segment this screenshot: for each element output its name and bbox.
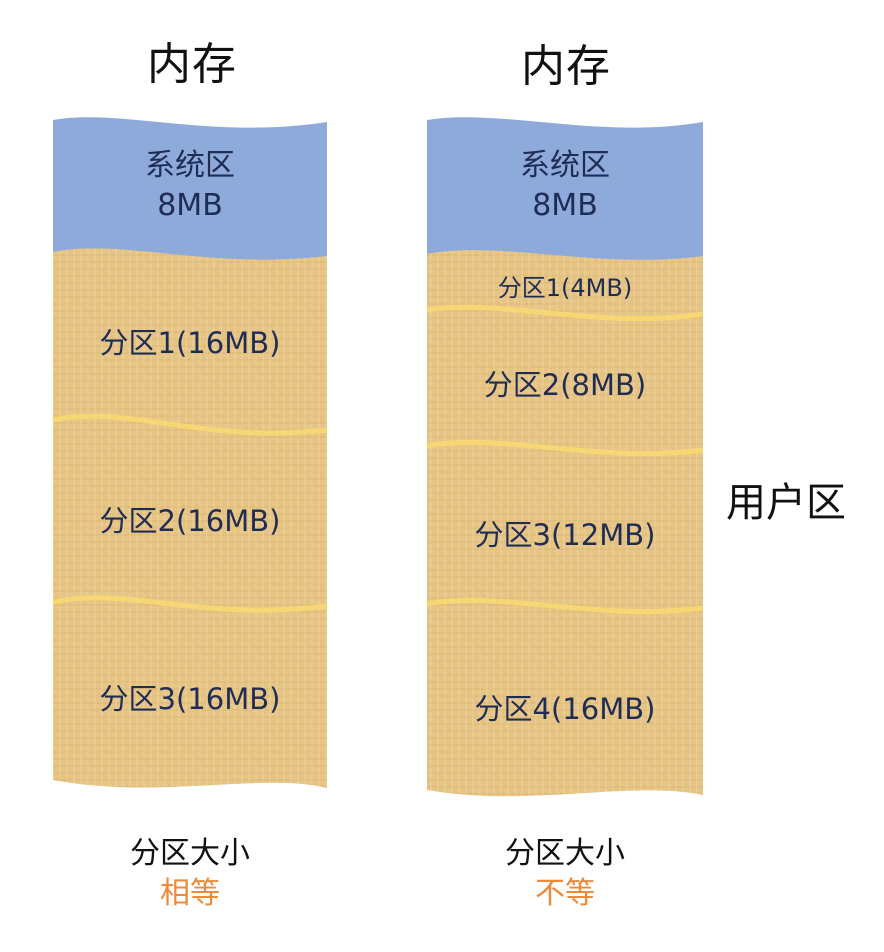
left-divider-1 [52,413,328,436]
right-system-area-size: 8MB [532,188,598,223]
right-divider-3 [426,597,704,615]
left-user-area [53,246,327,788]
right-partition-2-label: 分区2(8MB) [483,368,647,402]
right-system-area-name: 系统区 [520,148,610,183]
right-partition-1-label: 分区1(4MB) [497,274,633,302]
right-divider-1 [426,304,704,322]
left-system-area [53,117,327,260]
left-divider-2 [52,595,328,613]
right-user-area [427,248,703,797]
left-partition-3-label: 分区3(16MB) [99,682,281,716]
right-partition-4-label: 分区4(16MB) [474,692,656,726]
left-partition-1-label: 分区1(16MB) [99,326,281,360]
user-area-label: 用户区 [726,480,846,526]
right-divider-2 [426,439,704,457]
right-system-area [427,117,703,260]
left-caption: 分区大小 相等 [80,834,300,914]
left-caption-line2: 相等 [160,876,220,911]
right-caption: 分区大小 不等 [455,834,675,914]
left-system-area-label: 系统区 8MB [53,146,327,226]
right-caption-line1: 分区大小 [505,836,625,871]
left-partition-2-label: 分区2(16MB) [99,504,281,538]
right-system-area-label: 系统区 8MB [427,146,703,226]
left-system-area-name: 系统区 [145,148,235,183]
right-caption-line2: 不等 [535,876,595,911]
left-system-area-size: 8MB [157,188,223,223]
right-partition-3-label: 分区3(12MB) [474,518,656,552]
left-caption-line1: 分区大小 [130,836,250,871]
left-memory-title: 内存 [147,39,237,90]
right-memory-title: 内存 [521,41,611,92]
